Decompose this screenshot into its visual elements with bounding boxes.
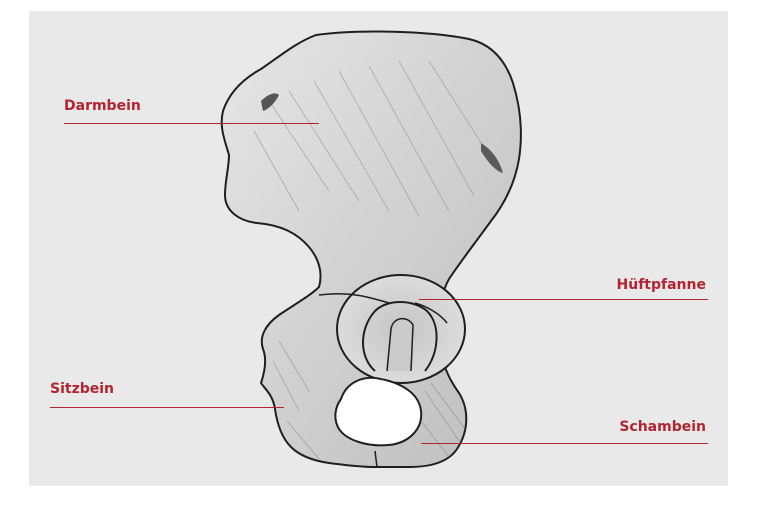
- hip-bone-illustration: [29, 11, 728, 486]
- label-darmbein: Darmbein: [64, 98, 141, 114]
- label-sitzbein: Sitzbein: [50, 381, 114, 397]
- leader-line-hueftpfanne: [419, 299, 708, 300]
- label-hueftpfanne: Hüftpfanne: [617, 277, 706, 293]
- leader-line-darmbein: [64, 123, 319, 124]
- leader-line-schambein: [421, 443, 708, 444]
- diagram-figure: Darmbein Hüftpfanne Sitzbein Schambein: [29, 11, 728, 486]
- label-schambein: Schambein: [619, 419, 706, 435]
- acetabulum-fossa: [387, 319, 413, 371]
- leader-line-sitzbein: [50, 407, 284, 408]
